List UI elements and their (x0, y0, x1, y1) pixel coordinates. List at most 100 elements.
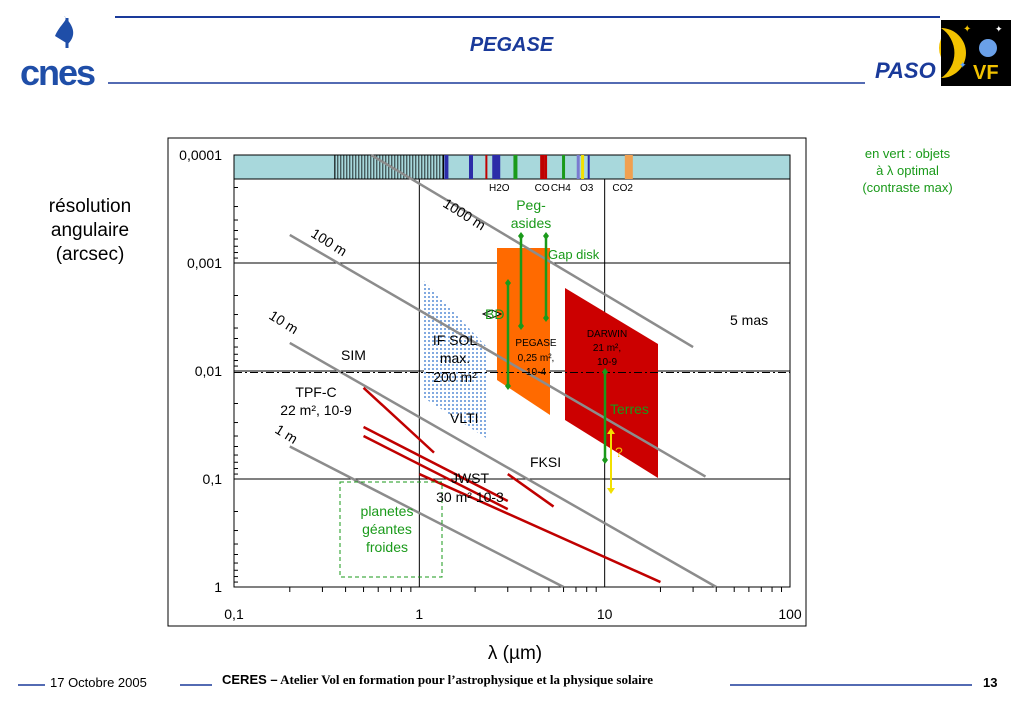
region-pegase (497, 248, 550, 415)
arrow-head (602, 456, 608, 464)
region-darwin (565, 288, 658, 478)
arrow-head (607, 488, 615, 494)
arrow-head (505, 279, 511, 287)
chart-frame (167, 137, 807, 627)
svg-text:✦: ✦ (963, 24, 971, 35)
paso-logo-text: PASO (875, 58, 936, 83)
baseline-line (289, 341, 717, 589)
y-axis-label-line: angulaire (50, 220, 130, 241)
annotation-planets: froides (366, 539, 408, 555)
spectrum-band-mark (485, 155, 488, 179)
annotation-gap-disk: Gap disk (548, 247, 600, 262)
annotation-darwin: 21 m², (593, 343, 621, 354)
y-axis-label-line: (arcsec) (55, 244, 125, 265)
instrument-line (362, 434, 509, 511)
arrow-head (518, 232, 524, 240)
spectrum-band-mark (562, 155, 566, 179)
annotation-pegase: 10-4 (526, 367, 546, 378)
spectrum-band-mark (468, 155, 473, 179)
arrow-head (518, 322, 524, 330)
svg-text:✦: ✦ (995, 25, 1003, 35)
legend-note-line: à λ optimal (876, 163, 939, 178)
baseline-line (289, 445, 565, 589)
annotation-darwin: DARWIN (587, 329, 627, 340)
cnes-logo-text: cnes (20, 52, 96, 93)
page-title: PEGASE (469, 34, 554, 56)
planets-box (339, 481, 443, 578)
y-tick-label: 1 (214, 579, 222, 595)
annotation-pegase: PEGASE (515, 338, 556, 349)
annotation-jwst: 30 m² 10-3 (436, 489, 504, 505)
spectrum-hatch-box (334, 154, 444, 180)
x-tick-label: 1 (415, 606, 423, 622)
molecule-label: CO2 (612, 183, 633, 194)
molecule-label: H2O (489, 183, 510, 194)
annotation-tpfc: 22 m², 10-9 (280, 402, 352, 418)
y-tick-label: 0,0001 (179, 147, 222, 163)
annotation-jwst: JWST (451, 470, 490, 486)
x-tick-label: 100 (778, 606, 802, 622)
instrument-line (507, 473, 555, 508)
y-axis-label: résolution angulaire (arcsec) (20, 195, 160, 267)
cnes-logo (20, 14, 110, 89)
annotation-question: ? (615, 444, 623, 460)
arrow-head (505, 382, 511, 390)
annotation-5mas: 5 mas (730, 312, 768, 328)
footer-title: CERES – Atelier Vol en formation pour l’… (222, 672, 653, 688)
x-tick-label: 0,1 (224, 606, 244, 622)
arrow-head (543, 314, 549, 322)
spectrum-band-mark (587, 155, 590, 179)
annotation-pegasides: asides (511, 215, 551, 231)
instrument-line (362, 425, 509, 503)
annotation-pegasides: Peg- (516, 197, 546, 213)
spectrum-band-mark (492, 155, 501, 179)
spectrum-band-mark (444, 155, 449, 179)
footer-date: 17 Octobre 2005 (50, 675, 147, 690)
spectrum-band-mark (576, 155, 580, 179)
arrow-head (543, 232, 549, 240)
annotation-sim: SIM (341, 347, 366, 363)
legend-note-line: en vert : objets (864, 146, 951, 161)
footer-title-text: Atelier Vol en formation pour l’astrophy… (277, 672, 653, 687)
annotation-planets: géantes (362, 521, 412, 537)
spectrum-band-mark (544, 155, 548, 179)
annotation-bd: BD (485, 306, 504, 322)
instrument-line (418, 472, 661, 584)
baseline-line (370, 153, 694, 349)
x-axis-label: λ (µm) (487, 643, 543, 664)
footer-title-bold: CERES – (222, 672, 278, 687)
spectrum-band-mark (513, 155, 518, 179)
annotation-vlti: VLTI (450, 410, 479, 426)
annotation-planets: planetes (361, 503, 414, 519)
paso-logo: ✦ ✦ ✦ PASO VF (875, 18, 1015, 88)
annotation-pegase: 0,25 m², (518, 353, 555, 364)
annotation-fksi: FKSI (530, 454, 561, 470)
annotation-tpfc: TPF-C (295, 384, 336, 400)
spectrum-band-mark (581, 155, 585, 179)
svg-text:✦: ✦ (959, 61, 967, 71)
arrow-head (602, 368, 608, 376)
legend-note: en vert : objets à λ optimal (contraste … (835, 145, 980, 196)
annotation-if-sol: max. (440, 350, 470, 366)
legend-note-line: (contraste max) (862, 180, 953, 195)
molecule-label: CO (535, 183, 550, 194)
annotation-if-sol: IF SOL (433, 332, 478, 348)
bd-marker (481, 309, 503, 319)
baseline-line (289, 233, 707, 478)
y-tick-label: 0,01 (195, 363, 222, 379)
annotation-terres: Terres (610, 401, 649, 417)
y-tick-label: 0,001 (187, 255, 222, 271)
footer-page-number: 13 (983, 675, 998, 690)
region-if-sol (424, 281, 486, 438)
y-axis-label-line: résolution (48, 196, 132, 217)
arrow-head (607, 428, 615, 434)
spectrum-band (233, 154, 791, 180)
y-tick-label: 0,1 (203, 471, 223, 487)
spectrum-band-mark (540, 155, 545, 179)
vf-badge: VF (973, 62, 999, 84)
instrument-line (362, 386, 435, 454)
molecule-label: CH4 (551, 183, 571, 194)
molecule-label: O3 (580, 183, 594, 194)
